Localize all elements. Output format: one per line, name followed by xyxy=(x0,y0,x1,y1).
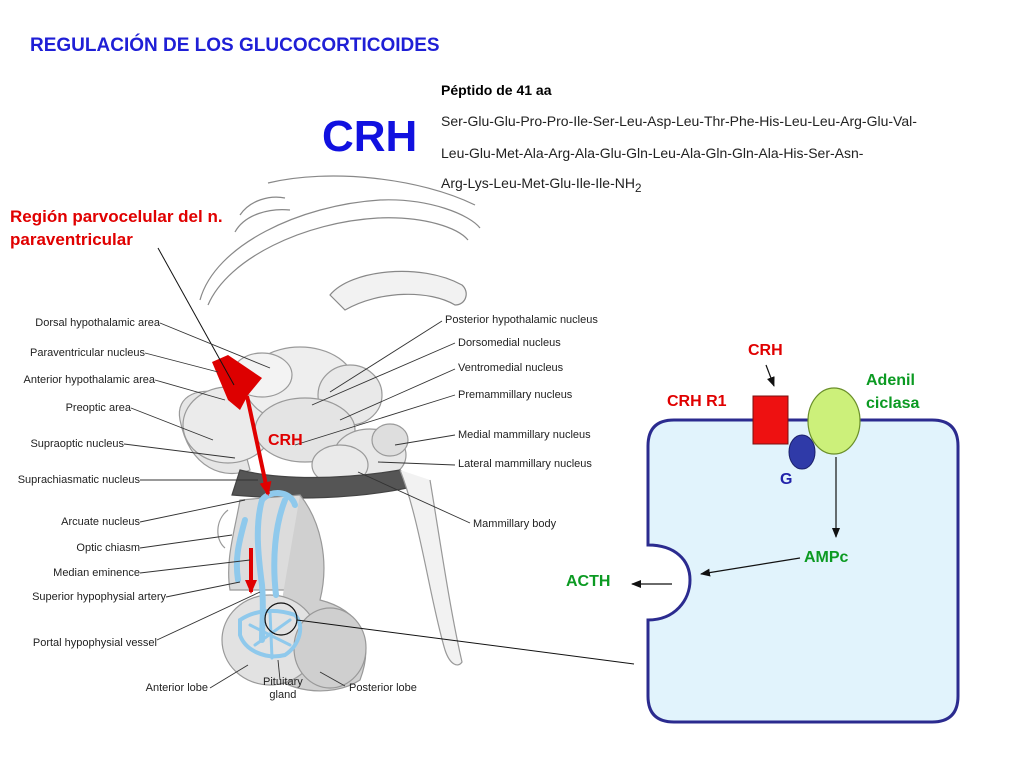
label-lateral-mammillary-nucleus: Lateral mammillary nucleus xyxy=(458,458,592,470)
region-label-leader xyxy=(157,247,235,386)
label-ventromedial-nucleus: Ventromedial nucleus xyxy=(458,362,564,374)
crh-binding-arrow xyxy=(765,364,775,387)
cell-enzyme-label: Adenil ciclasa xyxy=(866,372,920,412)
label-posterior-lobe: Posterior lobe xyxy=(349,682,417,694)
hormone-title: CRH xyxy=(322,112,418,161)
label-preoptic-area: Preoptic area xyxy=(65,402,131,414)
peptide-sequence-line-2: Leu-Glu-Met-Ala-Arg-Ala-Glu-Gln-Leu-Ala-… xyxy=(441,145,864,161)
label-optic-chiasm: Optic chiasm xyxy=(76,542,140,554)
peptide-sequence-line-3: Arg-Lys-Leu-Met-Glu-Ile-Ile-NH2 xyxy=(441,175,642,195)
label-anterior-hypothalamic-area: Anterior hypothalamic area xyxy=(23,374,155,386)
crh-flow-arrow xyxy=(245,395,272,496)
zoom-circle xyxy=(264,602,298,636)
brain-outline xyxy=(199,175,481,311)
peptide-subscript: 2 xyxy=(634,181,642,195)
label-posterior-hypothalamic-nucleus: Posterior hypothalamic nucleus xyxy=(445,314,598,326)
cell-ligand-label: CRH xyxy=(748,342,783,359)
label-paraventricular-nucleus: Paraventricular nucleus xyxy=(30,347,145,359)
label-anterior-lobe: Anterior lobe xyxy=(145,682,208,694)
slide-title: REGULACIÓN DE LOS GLUCOCORTICOIDES xyxy=(30,35,440,56)
label-medial-mammillary-nucleus: Medial mammillary nucleus xyxy=(458,429,591,441)
label-supraoptic-nucleus: Supraoptic nucleus xyxy=(30,438,124,450)
label-dorsomedial-nucleus: Dorsomedial nucleus xyxy=(458,337,561,349)
label-mammillary-body: Mammillary body xyxy=(473,518,557,530)
adenylate-cyclase xyxy=(807,387,861,455)
cell-receptor-label: CRH R1 xyxy=(667,393,727,410)
g-protein xyxy=(788,434,816,470)
label-suprachiasmatic-nucleus: Suprachiasmatic nucleus xyxy=(17,474,140,486)
label-arcuate-nucleus: Arcuate nucleus xyxy=(61,516,140,528)
target-cell xyxy=(646,418,960,724)
cell-output-label: ACTH xyxy=(566,573,611,590)
region-label: Región parvocelular del n. paraventricul… xyxy=(10,207,223,249)
crh-flow-label: CRH xyxy=(268,432,303,449)
ampc-to-secretion-arrow xyxy=(700,557,801,577)
left-label-leaders xyxy=(123,322,271,689)
cell-gprotein-label: G xyxy=(780,471,793,488)
zoom-connector-line xyxy=(296,619,635,665)
crh-r1-receptor xyxy=(752,395,789,445)
label-premammillary-nucleus: Premammillary nucleus xyxy=(458,389,573,401)
label-dorsal-hypothalamic-area: Dorsal hypothalamic area xyxy=(35,317,160,329)
right-label-leaders xyxy=(277,320,471,687)
peptide-header: Péptido de 41 aa xyxy=(441,82,552,98)
hypothalamus-nuclei xyxy=(178,346,422,499)
cell-messenger-label: AMPc xyxy=(804,549,849,566)
label-median-eminence: Median eminence xyxy=(53,567,140,579)
label-portal-hypophysial-vessel: Portal hypophysial vessel xyxy=(32,637,157,649)
label-pituitary-gland: Pituitary gland xyxy=(263,676,303,701)
label-superior-hypophysial-artery: Superior hypophysial artery xyxy=(32,591,166,603)
peptide-sequence-line-1: Ser-Glu-Glu-Pro-Pro-Ile-Ser-Leu-Asp-Leu-… xyxy=(441,113,917,129)
